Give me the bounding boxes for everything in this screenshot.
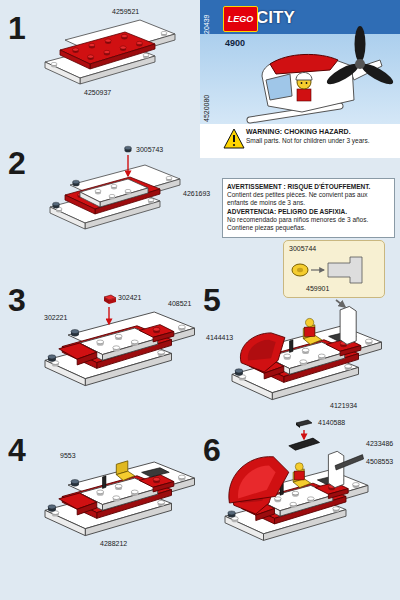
part-number: 4508553	[366, 458, 393, 466]
step-number: 3	[8, 282, 26, 319]
warning-text: No recomendado para niños menores de 3 a…	[227, 216, 390, 232]
step-number: 4	[8, 432, 26, 469]
print-code: 20439	[203, 15, 211, 34]
part-number: 4288212	[100, 540, 127, 548]
part-number: 3005743	[136, 146, 163, 154]
warning-text: ADVERTENCIA: PELIGRO DE ASFIXIA.	[227, 208, 390, 216]
part-number: 3005744	[289, 245, 316, 253]
part-number: 4140588	[318, 419, 345, 427]
logo-text: LEGO	[228, 14, 254, 25]
part-number: 9553	[60, 452, 76, 460]
part-number: 302421	[118, 294, 141, 302]
part-callout-box: 3005744 459901	[283, 240, 385, 298]
part-number: 4259521	[112, 8, 139, 16]
warning-heading: WARNING: CHOKING HAZARD.	[246, 128, 351, 136]
part-number: 4261693	[183, 190, 210, 198]
part-number: 4233486	[366, 440, 393, 448]
print-code: 4520080	[203, 95, 211, 122]
theme-logo: CITY	[256, 8, 295, 28]
step-number: 6	[203, 432, 221, 469]
step-number: 5	[203, 282, 221, 319]
step-number: 1	[8, 10, 26, 47]
part-number: 302221	[44, 314, 67, 322]
part-number: 4121934	[330, 402, 357, 410]
part-number: 4250937	[84, 89, 111, 97]
part-number: 459901	[306, 285, 329, 293]
warning-text: Small parts. Not for children under 3 ye…	[246, 137, 396, 144]
set-number: 4900	[225, 38, 245, 48]
warning-box: AVERTISSEMENT : RISQUE D'ÉTOUFFEMENT.Con…	[222, 178, 395, 238]
part-number: 408521	[168, 300, 191, 308]
warning-text: AVERTISSEMENT : RISQUE D'ÉTOUFFEMENT.	[227, 183, 390, 191]
warning-text: Contient des petites pièces. Ne convient…	[227, 191, 390, 207]
step-number: 2	[8, 145, 26, 182]
logo-box: LEGO	[223, 6, 258, 32]
part-number: 4144413	[206, 334, 233, 342]
